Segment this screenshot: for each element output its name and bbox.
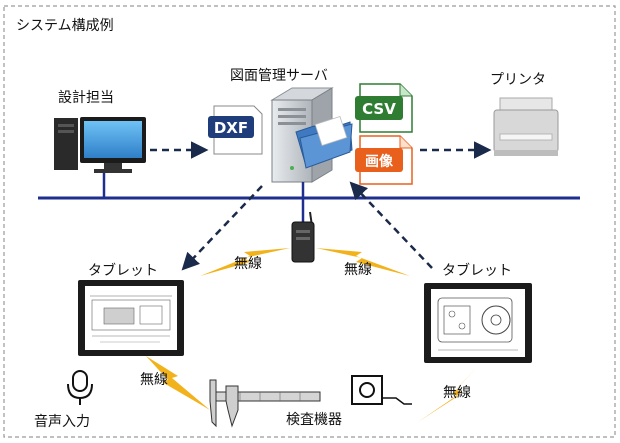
tablet-right-label: タブレット bbox=[442, 262, 512, 279]
tablet-left-label: タブレット bbox=[88, 262, 158, 279]
csv-badge: CSV bbox=[355, 83, 413, 133]
arrow-server-to-left-tablet bbox=[181, 185, 263, 271]
dial-gauge-icon bbox=[351, 375, 412, 405]
wireless-router-icon bbox=[291, 198, 315, 263]
image-badge: 画像 bbox=[355, 135, 413, 185]
wireless-link-router-right bbox=[316, 248, 410, 276]
wireless-label-1: 無線 bbox=[234, 256, 262, 272]
wireless-label-4: 無線 bbox=[443, 385, 471, 401]
design-label: 設計担当 bbox=[58, 90, 114, 106]
wireless-label-3: 無線 bbox=[140, 372, 168, 388]
frame-title: システム構成例 bbox=[16, 18, 114, 34]
printer-icon bbox=[493, 97, 559, 156]
wireless-link-tablet-caliper bbox=[146, 356, 210, 410]
voice-label: 音声入力 bbox=[34, 413, 90, 430]
wireless-link-router-left bbox=[200, 248, 290, 276]
tablet-icon bbox=[78, 280, 184, 356]
wireless-label-2: 無線 bbox=[344, 262, 372, 278]
desktop-pc-icon bbox=[54, 117, 146, 198]
printer-label: プリンタ bbox=[490, 72, 546, 88]
folder-icon bbox=[295, 116, 353, 169]
csv-label: CSV bbox=[362, 100, 396, 118]
caliper-icon bbox=[209, 379, 321, 428]
server-label: 図面管理サーバ bbox=[230, 68, 328, 84]
arrow-right-tablet-to-server bbox=[349, 181, 433, 269]
microphone-icon bbox=[67, 370, 93, 405]
dxf-badge: DXF bbox=[208, 105, 263, 155]
dxf-label: DXF bbox=[214, 119, 248, 137]
image-label: 画像 bbox=[365, 153, 394, 170]
inspection-label: 検査機器 bbox=[286, 412, 342, 428]
tablet-icon bbox=[424, 283, 532, 363]
